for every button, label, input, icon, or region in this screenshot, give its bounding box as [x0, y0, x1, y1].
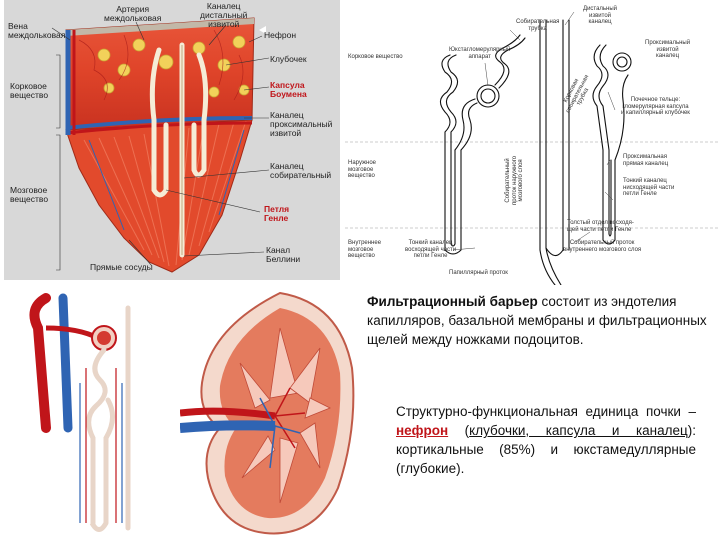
- label-naruzhnoe: Наружное мозговое вещество: [348, 160, 377, 179]
- label-vena: Вена междольковая: [8, 21, 66, 40]
- label-korkovoe-veshchestvo: Корковое вещество: [348, 54, 403, 60]
- kidney-cut-svg: [180, 291, 355, 535]
- label-arteria: Артерия междольковая: [104, 4, 162, 23]
- label-sobir-trubka: Собирательная трубка: [516, 19, 560, 32]
- nephron-structure-text: Структурно-функциональная единица почки …: [396, 402, 696, 478]
- label-papillyarny: Папиллярный проток: [449, 270, 508, 276]
- label-kanalets-sobir: Каналец собирательный: [270, 161, 332, 180]
- filtration-barrier-term: Фильтрационный барьер: [367, 294, 538, 309]
- kidney-section-illustration: [51, 17, 270, 273]
- label-pochechnoe: Почечное тельце: гломерулярная капсула и…: [621, 97, 690, 116]
- label-vnutrennee: Внутреннее мозговое вещество: [348, 240, 382, 259]
- nephron-schematic-illustration: [345, 11, 720, 285]
- label-kanal-bellini: Канал Беллини: [266, 245, 301, 264]
- label-tolstyy: Толстый отдел восходя- щей части петли Г…: [567, 220, 634, 233]
- nephron-parts: клубочки, капсула и каналец: [469, 423, 688, 438]
- label-kanalets-prox: Каналец проксимальный извитой: [270, 110, 333, 138]
- label-sobir-naruzh: Собирательный проток наружного мозгового…: [505, 155, 524, 205]
- label-distal-izvit: Дистальный извитой каналец: [583, 6, 618, 25]
- label-klubochek: Клубочек: [270, 54, 307, 64]
- structure-text-part2: (: [448, 423, 470, 438]
- label-yuksta: Юкстагломерулярный аппарат: [449, 47, 511, 60]
- label-korkovoe: Корковое вещество: [10, 81, 49, 100]
- structure-text-part1: Структурно-функциональная единица почки …: [396, 404, 696, 419]
- filtration-barrier-description: состоит из эндотелия капилляров, базальн…: [367, 294, 707, 347]
- nephron-color-svg: [29, 293, 131, 532]
- nephron-color-illustration: [8, 288, 178, 540]
- label-nefron: Нефрон: [264, 30, 297, 40]
- label-kanalets-distal: Каналец дистальный извитой: [200, 1, 248, 29]
- kidney-section-diagram: Вена междольковая Артерия междольковая К…: [4, 0, 340, 280]
- nephron-term: нефрон: [396, 423, 449, 438]
- label-mozgovoe: Мозговое вещество: [10, 185, 49, 204]
- label-proximal-izvit: Проксимальный извитой каналец: [645, 40, 691, 59]
- structure-text-part3: ): кортикальные (85%) и юкстамедуллярные…: [396, 423, 696, 476]
- filtration-barrier-text: Фильтрационный барьер состоит из эндотел…: [367, 292, 712, 349]
- label-tonkiy-nishod: Тонкий каналец нисходящей части петли Ге…: [623, 178, 675, 197]
- label-petlya: Петля Генле: [264, 204, 290, 223]
- label-proximal-pryam: Проксимальная прямая каналец: [623, 154, 669, 167]
- nephron-schematic-diagram: Собирательная трубка Дистальный извитой …: [345, 0, 720, 285]
- label-pryamye: Прямые сосуды: [90, 262, 153, 272]
- label-tonkiy-voshod: Тонкий каналец восходящей части петли Ге…: [405, 240, 457, 259]
- label-kapsula: Капсула Боумена: [270, 80, 307, 99]
- kidney-cross-section-illustration: [180, 288, 360, 540]
- label-sobir-vnutr: Собирательный проток внутреннего мозгово…: [563, 240, 642, 253]
